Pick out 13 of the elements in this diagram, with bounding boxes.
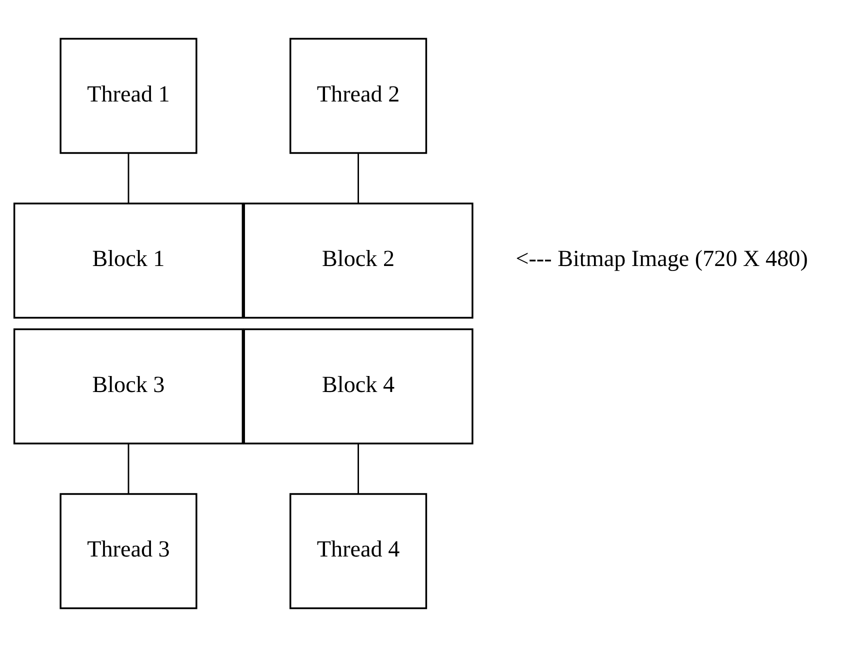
node-box: Block 4: [243, 328, 474, 444]
node-box: Block 1: [13, 202, 244, 319]
node-box: Thread 1: [60, 38, 198, 154]
connector: [128, 444, 130, 494]
node-box: Block 2: [243, 202, 474, 319]
node-box: Thread 4: [290, 493, 428, 610]
node-box: Block 3: [13, 328, 244, 444]
node-box: Thread 2: [290, 38, 428, 154]
connector: [128, 153, 130, 203]
connector: [358, 153, 360, 203]
node-box: Thread 3: [60, 493, 198, 610]
label: <--- Bitmap Image (720 X 480): [516, 246, 808, 272]
connector: [358, 444, 360, 494]
